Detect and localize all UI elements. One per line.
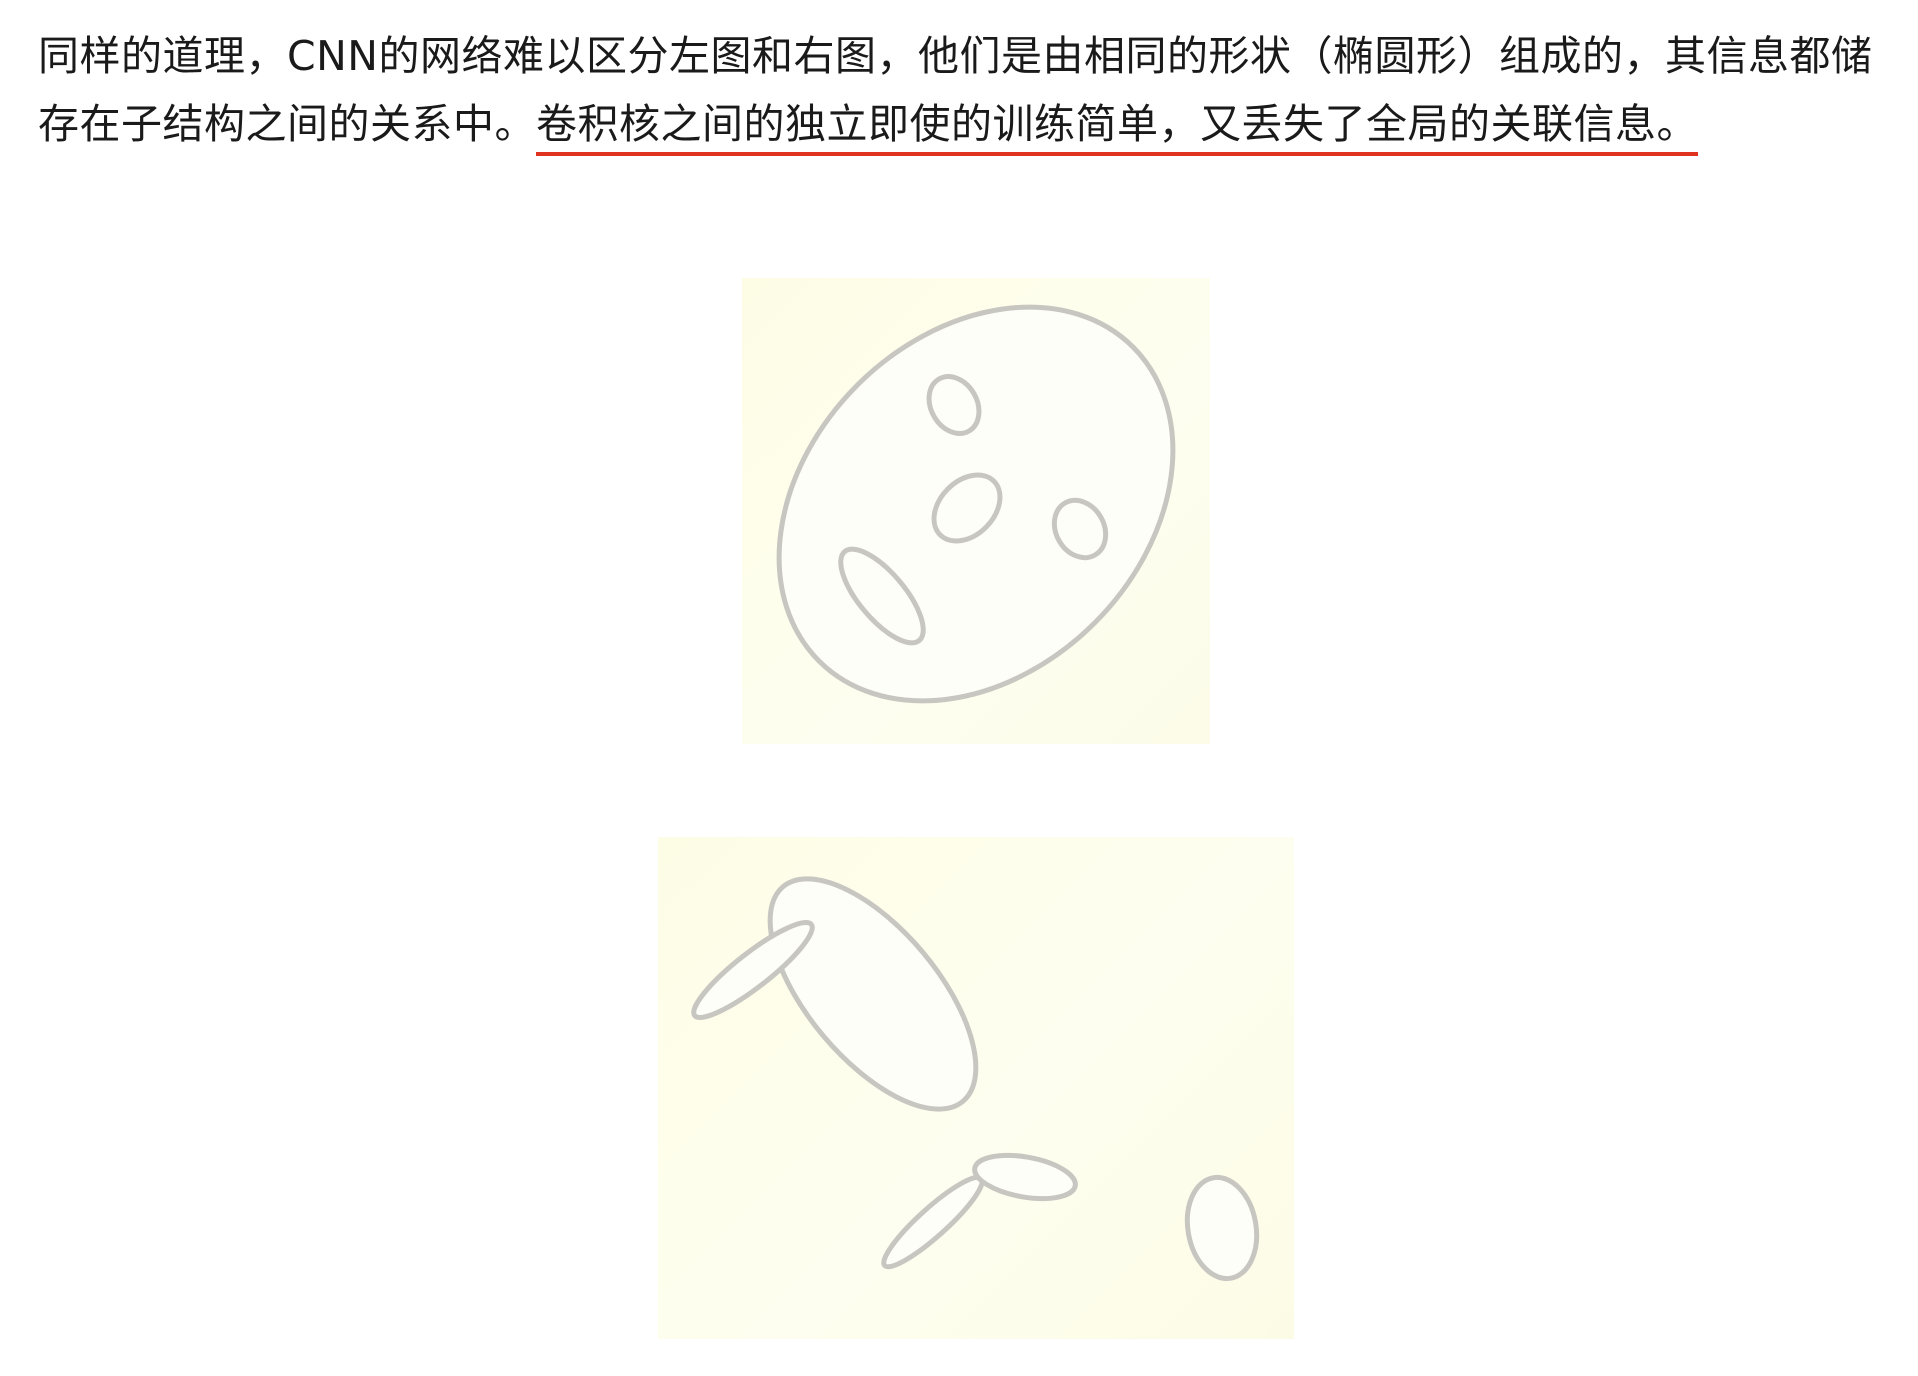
scrambled-figure	[658, 837, 1294, 1339]
right-small-ellipse	[972, 1152, 1078, 1202]
nose-ellipse	[931, 472, 1003, 544]
body-ellipse	[767, 876, 979, 1112]
paragraph-text: 同样的道理，CNN的网络难以区分左图和右图，他们是由相同的形状（椭圆形）组成的，…	[38, 32, 1873, 148]
upper-eye-ellipse	[926, 374, 982, 436]
right-eye-ellipse	[1051, 497, 1109, 561]
mouth-ellipse	[838, 546, 926, 646]
article-paragraph: 同样的道理，CNN的网络难以区分左图和右图，他们是由相同的形状（椭圆形）组成的，…	[38, 22, 1888, 158]
highlighted-sentence: 卷积核之间的独立即使的训练简单，又丢失了全局的关联信息。	[536, 100, 1698, 148]
right-round-ellipse	[1184, 1174, 1260, 1282]
left-thin-ellipse	[691, 920, 815, 1020]
face-figure	[742, 278, 1210, 744]
lower-thin-ellipse	[881, 1174, 985, 1270]
